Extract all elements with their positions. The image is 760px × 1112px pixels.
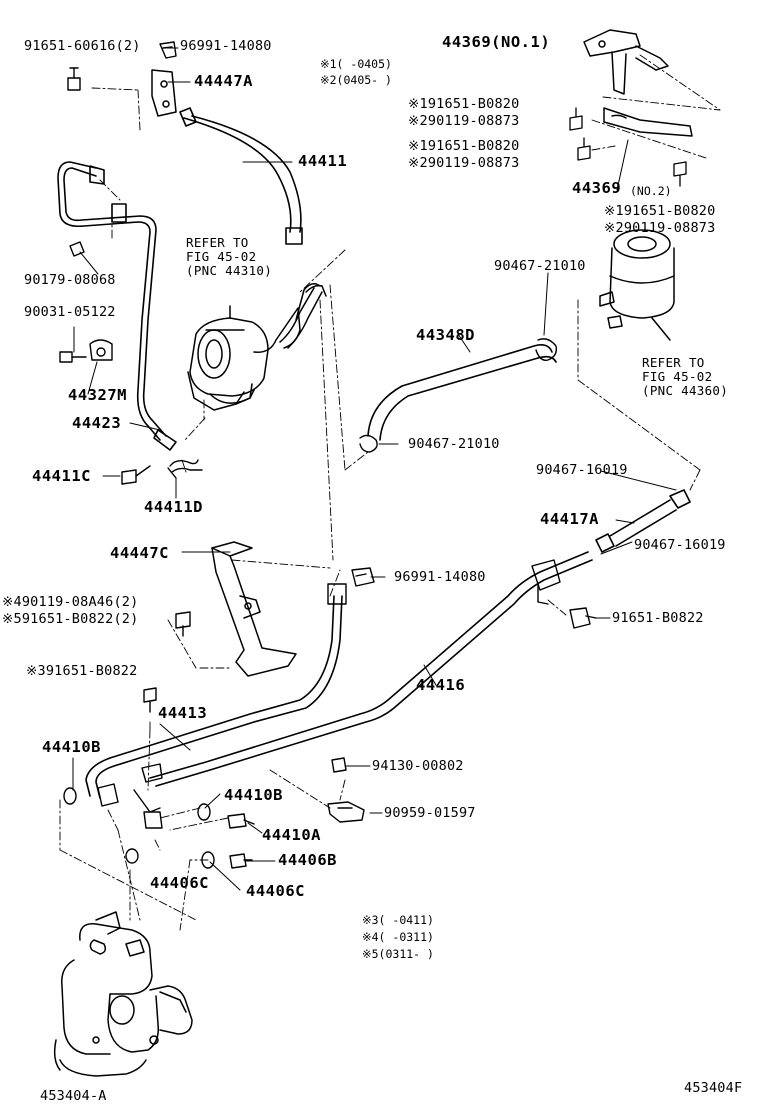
note-1: ※1( -0405) <box>320 57 392 71</box>
part-label-44369-no1: 44369(NO.1) <box>442 33 551 51</box>
part-label-96991-14080-mid: 96991-14080 <box>394 569 486 585</box>
part-label-90959-01597: 90959-01597 <box>384 805 476 821</box>
part-label-91651-B0822: 91651-B0822 <box>612 610 704 626</box>
bolts-bracket <box>569 107 687 187</box>
refer-note-tank: REFER TO FIG 45-02 (PNC 44360) <box>642 356 728 398</box>
part-label-44411C: 44411C <box>32 467 91 485</box>
fitting-44406B <box>229 853 253 869</box>
part-label-44406B: 44406B <box>278 851 337 869</box>
phantom-lines <box>59 54 721 931</box>
clip-44411D <box>167 459 203 479</box>
pipe-44413 <box>85 595 343 799</box>
part-label-44369-no2-suffix: (NO.2) <box>630 184 672 198</box>
part-label-91651-60616: 91651-60616(2) <box>24 38 141 54</box>
refer-pump-line1: REFER TO <box>186 235 249 250</box>
bracket-44369-no1 <box>583 29 669 95</box>
part-label-44369-no2: 44369 <box>572 179 622 197</box>
part-label-90467-21010-bot: 90467-21010 <box>408 436 500 452</box>
part-label-94130-00802: 94130-00802 <box>372 758 464 774</box>
part-label-44413: 44413 <box>158 704 208 722</box>
washer-44410B-mid <box>197 803 211 821</box>
note-3: ※3( -0411) <box>362 913 434 927</box>
bolt-591651 <box>175 611 191 637</box>
bracket-44447C <box>211 541 297 677</box>
nut-90179-08068 <box>69 241 85 257</box>
gear-assembly-label: 453404-A <box>40 1088 107 1104</box>
clamp-44327M <box>89 339 113 361</box>
part-label-90179-08068: 90179-08068 <box>24 272 116 288</box>
reservoir-tank <box>599 229 675 341</box>
part-label-191651-b: ※191651-B0820 <box>408 138 520 154</box>
part-label-44423: 44423 <box>72 414 122 432</box>
refer-tank-line1: REFER TO <box>642 355 705 370</box>
diagram-reference-id: 453404F <box>684 1080 743 1096</box>
washer-44406C-left <box>125 848 139 864</box>
washer-44410B-left <box>63 787 77 805</box>
clamp-top <box>159 41 177 59</box>
refer-note-pump: REFER TO FIG 45-02 (PNC 44310) <box>186 236 272 278</box>
part-label-90467-16019-bot: 90467-16019 <box>634 537 726 553</box>
part-label-290119-b: ※290119-08873 <box>408 155 520 171</box>
bolt-91651-60616 <box>67 67 81 91</box>
part-label-44327M: 44327M <box>68 386 127 404</box>
hose-44411 <box>179 107 303 245</box>
washer-44406C-right <box>201 851 215 869</box>
refer-tank-line3: (PNC 44360) <box>642 383 729 398</box>
part-label-44417A: 44417A <box>540 510 599 528</box>
part-label-44406C-right: 44406C <box>246 882 305 900</box>
part-label-44447C: 44447C <box>110 544 169 562</box>
hose-44417A <box>595 489 691 553</box>
part-label-490119-08A46: ※490119-08A46(2) <box>2 594 139 610</box>
hose-clamps-90467-21010 <box>359 338 558 453</box>
part-label-290119-a: ※290119-08873 <box>408 113 520 129</box>
part-label-44410B-mid: 44410B <box>224 786 283 804</box>
part-label-290119-c: ※290119-08873 <box>604 220 716 236</box>
part-label-90467-21010-top: 90467-21010 <box>494 258 586 274</box>
nut-94130-00802 <box>331 757 347 773</box>
hose-44348D <box>367 344 557 441</box>
part-label-44416: 44416 <box>416 676 466 694</box>
pump-body <box>187 283 327 411</box>
part-label-44348D: 44348D <box>416 326 475 344</box>
part-label-90467-16019-top: 90467-16019 <box>536 462 628 478</box>
fitting-44410A <box>227 813 255 829</box>
part-label-44447A: 44447A <box>194 72 253 90</box>
bolt-90031-05122 <box>59 351 87 363</box>
bolt-44411C <box>121 465 151 485</box>
clamp-90959-01597 <box>327 801 365 823</box>
pipe-unions <box>97 559 561 813</box>
pump-feed-tube <box>279 287 323 349</box>
refer-pump-line2: FIG 45-02 <box>186 249 257 264</box>
part-label-44406C-left: 44406C <box>150 874 209 892</box>
bracket-44369-no2 <box>603 107 693 137</box>
pipe-44423 <box>57 161 177 451</box>
bracket-44447A <box>151 69 177 117</box>
fitting-lower-left <box>143 811 163 829</box>
part-label-591651-B0822: ※591651-B0822(2) <box>2 611 139 627</box>
part-label-90031-05122: 90031-05122 <box>24 304 116 320</box>
note-4: ※4( -0311) <box>362 930 434 944</box>
part-label-44411D: 44411D <box>144 498 203 516</box>
part-label-391651-B0822: ※391651-B0822 <box>26 663 138 679</box>
part-label-191651-c: ※191651-B0820 <box>604 203 716 219</box>
pipe-44416 <box>149 551 593 787</box>
bolt-91651-B0822 <box>569 607 597 629</box>
refer-tank-line2: FIG 45-02 <box>642 369 713 384</box>
steering-gear <box>53 911 193 1077</box>
bolt-391651 <box>143 687 157 713</box>
note-2: ※2(0405- ) <box>320 73 392 87</box>
clamp-96991-mid <box>351 567 375 587</box>
refer-pump-line3: (PNC 44310) <box>186 263 273 278</box>
part-label-44410B-left: 44410B <box>42 738 101 756</box>
note-5: ※5(0311- ) <box>362 947 434 961</box>
part-label-96991-14080-top: 96991-14080 <box>180 38 272 54</box>
part-label-44410A: 44410A <box>262 826 321 844</box>
part-label-44411: 44411 <box>298 152 348 170</box>
part-label-191651-a: ※191651-B0820 <box>408 96 520 112</box>
